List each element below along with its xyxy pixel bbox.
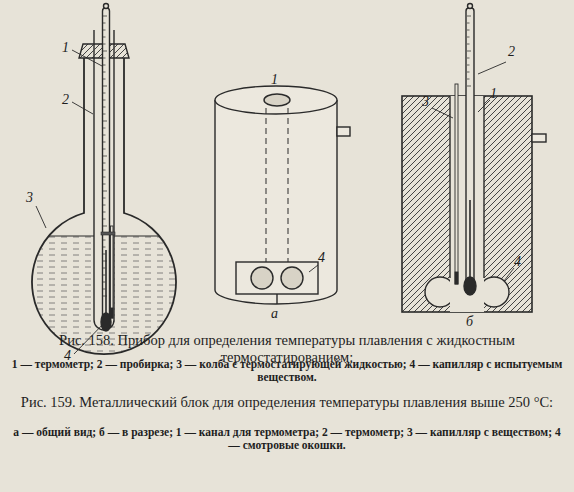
callout-number: 2 <box>508 44 515 60</box>
callout-number: 3 <box>422 94 429 110</box>
callout-number: 1 <box>490 86 497 102</box>
block-top <box>215 86 337 114</box>
caption-text: а — общий вид; б — в разрезе; 1 — канал … <box>10 426 564 452</box>
channel-wall <box>483 96 484 278</box>
sample <box>455 272 458 284</box>
capillary <box>455 84 458 284</box>
callout-number: 4 <box>514 254 521 270</box>
callout-number: 2 <box>62 92 69 108</box>
channel-wall <box>449 96 450 278</box>
callout-number: б <box>466 314 473 330</box>
leader-line <box>309 265 318 272</box>
thermometer <box>466 8 474 284</box>
thermometer-knob <box>468 4 473 9</box>
thermometer-knob <box>104 4 109 9</box>
callout-number: 4 <box>318 250 325 266</box>
leader-lines <box>432 62 514 281</box>
mercury-column <box>105 250 107 318</box>
mercury-column <box>469 200 471 282</box>
leader-lines <box>36 50 109 354</box>
callout-number: 1 <box>271 72 278 88</box>
callout-number: 3 <box>26 190 33 206</box>
thermometer-scale <box>467 16 471 86</box>
callout-number: 1 <box>62 40 69 56</box>
caption-text: 1 — термометр; 2 — пробирка; 3 — колба с… <box>10 358 564 384</box>
metal-block <box>215 100 337 304</box>
side-tube <box>337 127 350 136</box>
viewing-window <box>281 267 303 289</box>
viewing-window-frame <box>236 262 318 294</box>
side-tube <box>532 134 546 142</box>
pin <box>276 294 277 304</box>
thermometer-bulb <box>101 313 111 331</box>
callout-number: а <box>271 306 278 322</box>
rubber-ring <box>101 232 115 235</box>
viewing-window <box>251 267 273 289</box>
sample <box>111 308 114 318</box>
thermometer-bulb <box>464 277 476 295</box>
hidden-channel <box>266 108 288 262</box>
capillary <box>111 226 114 318</box>
thermometer-channel-mouth <box>264 94 290 106</box>
thermometer <box>103 8 110 320</box>
caption-text: Рис. 159. Металлический блок для определ… <box>10 394 564 411</box>
